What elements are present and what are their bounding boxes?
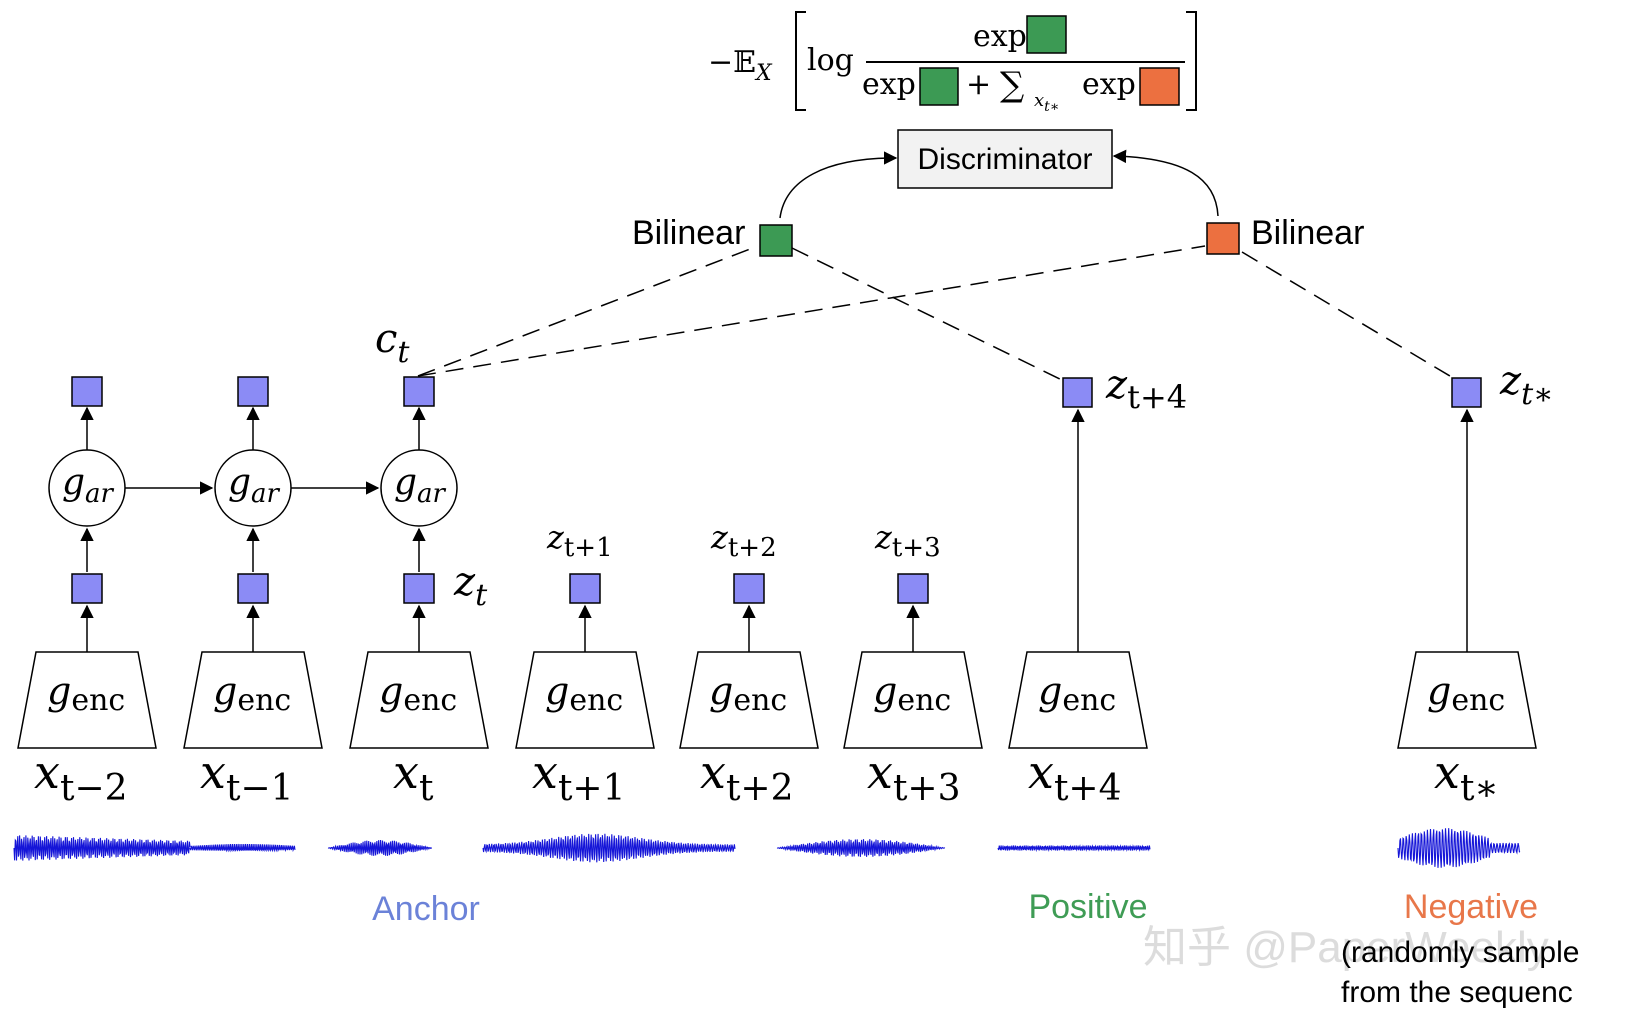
latent-z-node — [237, 573, 269, 604]
genc-trapezoid — [183, 651, 323, 749]
dash-ct-to-bilinear-left — [417, 245, 759, 377]
genc-label: genc — [709, 669, 787, 718]
negative-note-line1: (randomly sample — [1341, 936, 1579, 969]
ct-label: ct — [375, 316, 410, 370]
dash-ct-to-bilinear-right — [417, 245, 1206, 377]
waveform-segment — [776, 839, 946, 857]
waveform-segment — [13, 835, 191, 861]
genc-trapezoid — [17, 651, 157, 749]
ztstar-node — [1451, 377, 1482, 408]
watermark: 知乎 @PaperWeekly — [1143, 923, 1549, 972]
encoder-block: genc — [349, 573, 489, 749]
encoder-block: genc — [515, 573, 655, 749]
input-x-label: xt+4 — [1028, 745, 1122, 809]
genc-label: genc — [379, 669, 457, 718]
z-future-label: zt+3 — [874, 518, 941, 563]
encoder-block: genc — [17, 573, 157, 749]
discriminator-label: Discriminator — [917, 143, 1092, 176]
genc-label: genc — [213, 669, 291, 718]
formula-denominator-green-square — [919, 67, 959, 106]
genc-trapezoid — [1008, 651, 1148, 749]
gar-label: gar — [394, 462, 447, 509]
dashed-links — [417, 245, 1461, 384]
input-x-label: xt−1 — [200, 745, 294, 809]
formula-numerator-green-square — [1026, 15, 1067, 54]
encoder-block: genc — [183, 573, 323, 749]
input-x-label: xt−2 — [34, 745, 128, 809]
bilinear-right-node — [1206, 222, 1240, 255]
formula-sum-sub: xt∗ — [1034, 90, 1059, 115]
ztstar-label: zt∗ — [1499, 358, 1554, 412]
gar-label: gar — [228, 462, 281, 509]
genc-trapezoid — [515, 651, 655, 749]
formula-sum: ∑ — [1000, 65, 1024, 105]
formula-plus: + — [966, 67, 991, 102]
latent-z-node — [569, 573, 601, 604]
dash-bilinear-right-to-ztstar — [1241, 251, 1461, 383]
genc-label: genc — [1427, 669, 1505, 718]
latent-z-node — [71, 573, 103, 604]
bilinear-left-label: Bilinear — [632, 214, 745, 252]
latent-z-node — [403, 573, 435, 604]
zt4-node — [1062, 377, 1093, 408]
latent-z-node — [897, 573, 929, 604]
positive-label: Positive — [1028, 888, 1147, 926]
waveform-row — [13, 828, 1521, 868]
right-bracket — [1186, 11, 1197, 111]
genc-label: genc — [1038, 669, 1116, 718]
input-x-label: xt+3 — [867, 745, 961, 809]
z-future-label: zt+2 — [710, 518, 777, 563]
encoder-block: genc — [1008, 651, 1148, 749]
genc-trapezoid — [349, 651, 489, 749]
formula-expectation: −𝔼X — [708, 45, 773, 86]
context-node — [71, 376, 103, 407]
input-x-label: xt+2 — [700, 745, 794, 809]
infonce-formula: −𝔼X log exp exp + ∑ xt∗ exp — [708, 11, 1197, 115]
formula-log: log — [807, 43, 854, 78]
gar-node — [380, 449, 458, 527]
zt-label: zt — [453, 559, 488, 613]
context-node-ct — [403, 376, 435, 407]
genc-trapezoid — [843, 651, 983, 749]
left-bracket — [795, 11, 806, 111]
waveform-segment — [327, 839, 432, 856]
encoder-block: genc — [679, 573, 819, 749]
anchor-label: Anchor — [372, 890, 480, 928]
genc-trapezoid — [1397, 651, 1537, 749]
bilinear-right-label: Bilinear — [1251, 214, 1364, 252]
formula-numerator-exp: exp — [973, 19, 1027, 54]
input-x-label: xt∗ — [1434, 745, 1499, 809]
input-x-label: xt+1 — [532, 745, 626, 809]
waveform-segment — [997, 844, 1151, 853]
encoder-row: genc genc genc genc genc genc genc genc — [17, 573, 1537, 749]
gar-label: gar — [62, 462, 115, 509]
input-x-label: xt — [393, 745, 434, 809]
waveform-segment — [1397, 828, 1521, 868]
arrow-bilinear-right-to-discriminator — [1112, 149, 1219, 217]
bilinear-left-node — [759, 224, 793, 257]
formula-denominator-exp: exp — [862, 67, 916, 102]
context-node — [237, 376, 269, 407]
genc-label: genc — [873, 669, 951, 718]
waveform-segment — [189, 843, 296, 853]
zt4-label: zt+4 — [1105, 362, 1187, 416]
arrow-bilinear-left-to-discriminator — [779, 151, 898, 219]
dash-bilinear-left-to-zt4 — [791, 247, 1069, 384]
z-future-label: zt+1 — [546, 518, 613, 563]
encoder-block: genc — [843, 573, 983, 749]
discriminator-box — [897, 129, 1113, 189]
genc-trapezoid — [679, 651, 819, 749]
waveform-segment — [482, 833, 736, 863]
formula-denominator-orange-square — [1139, 67, 1180, 106]
genc-label: genc — [47, 669, 125, 718]
formula-denominator-exp2: exp — [1082, 67, 1136, 102]
autoregressive-chain: gar gar gar — [48, 376, 458, 572]
negative-label: Negative — [1404, 888, 1538, 926]
genc-label: genc — [545, 669, 623, 718]
input-labels: xt−2 xt−1 xt xt+1 xt+2 xt+3 xt+4 xt∗ — [34, 745, 1499, 809]
encoder-block: genc — [1397, 651, 1537, 749]
negative-note-line2: from the sequenc — [1341, 976, 1573, 1009]
latent-z-node — [733, 573, 765, 604]
